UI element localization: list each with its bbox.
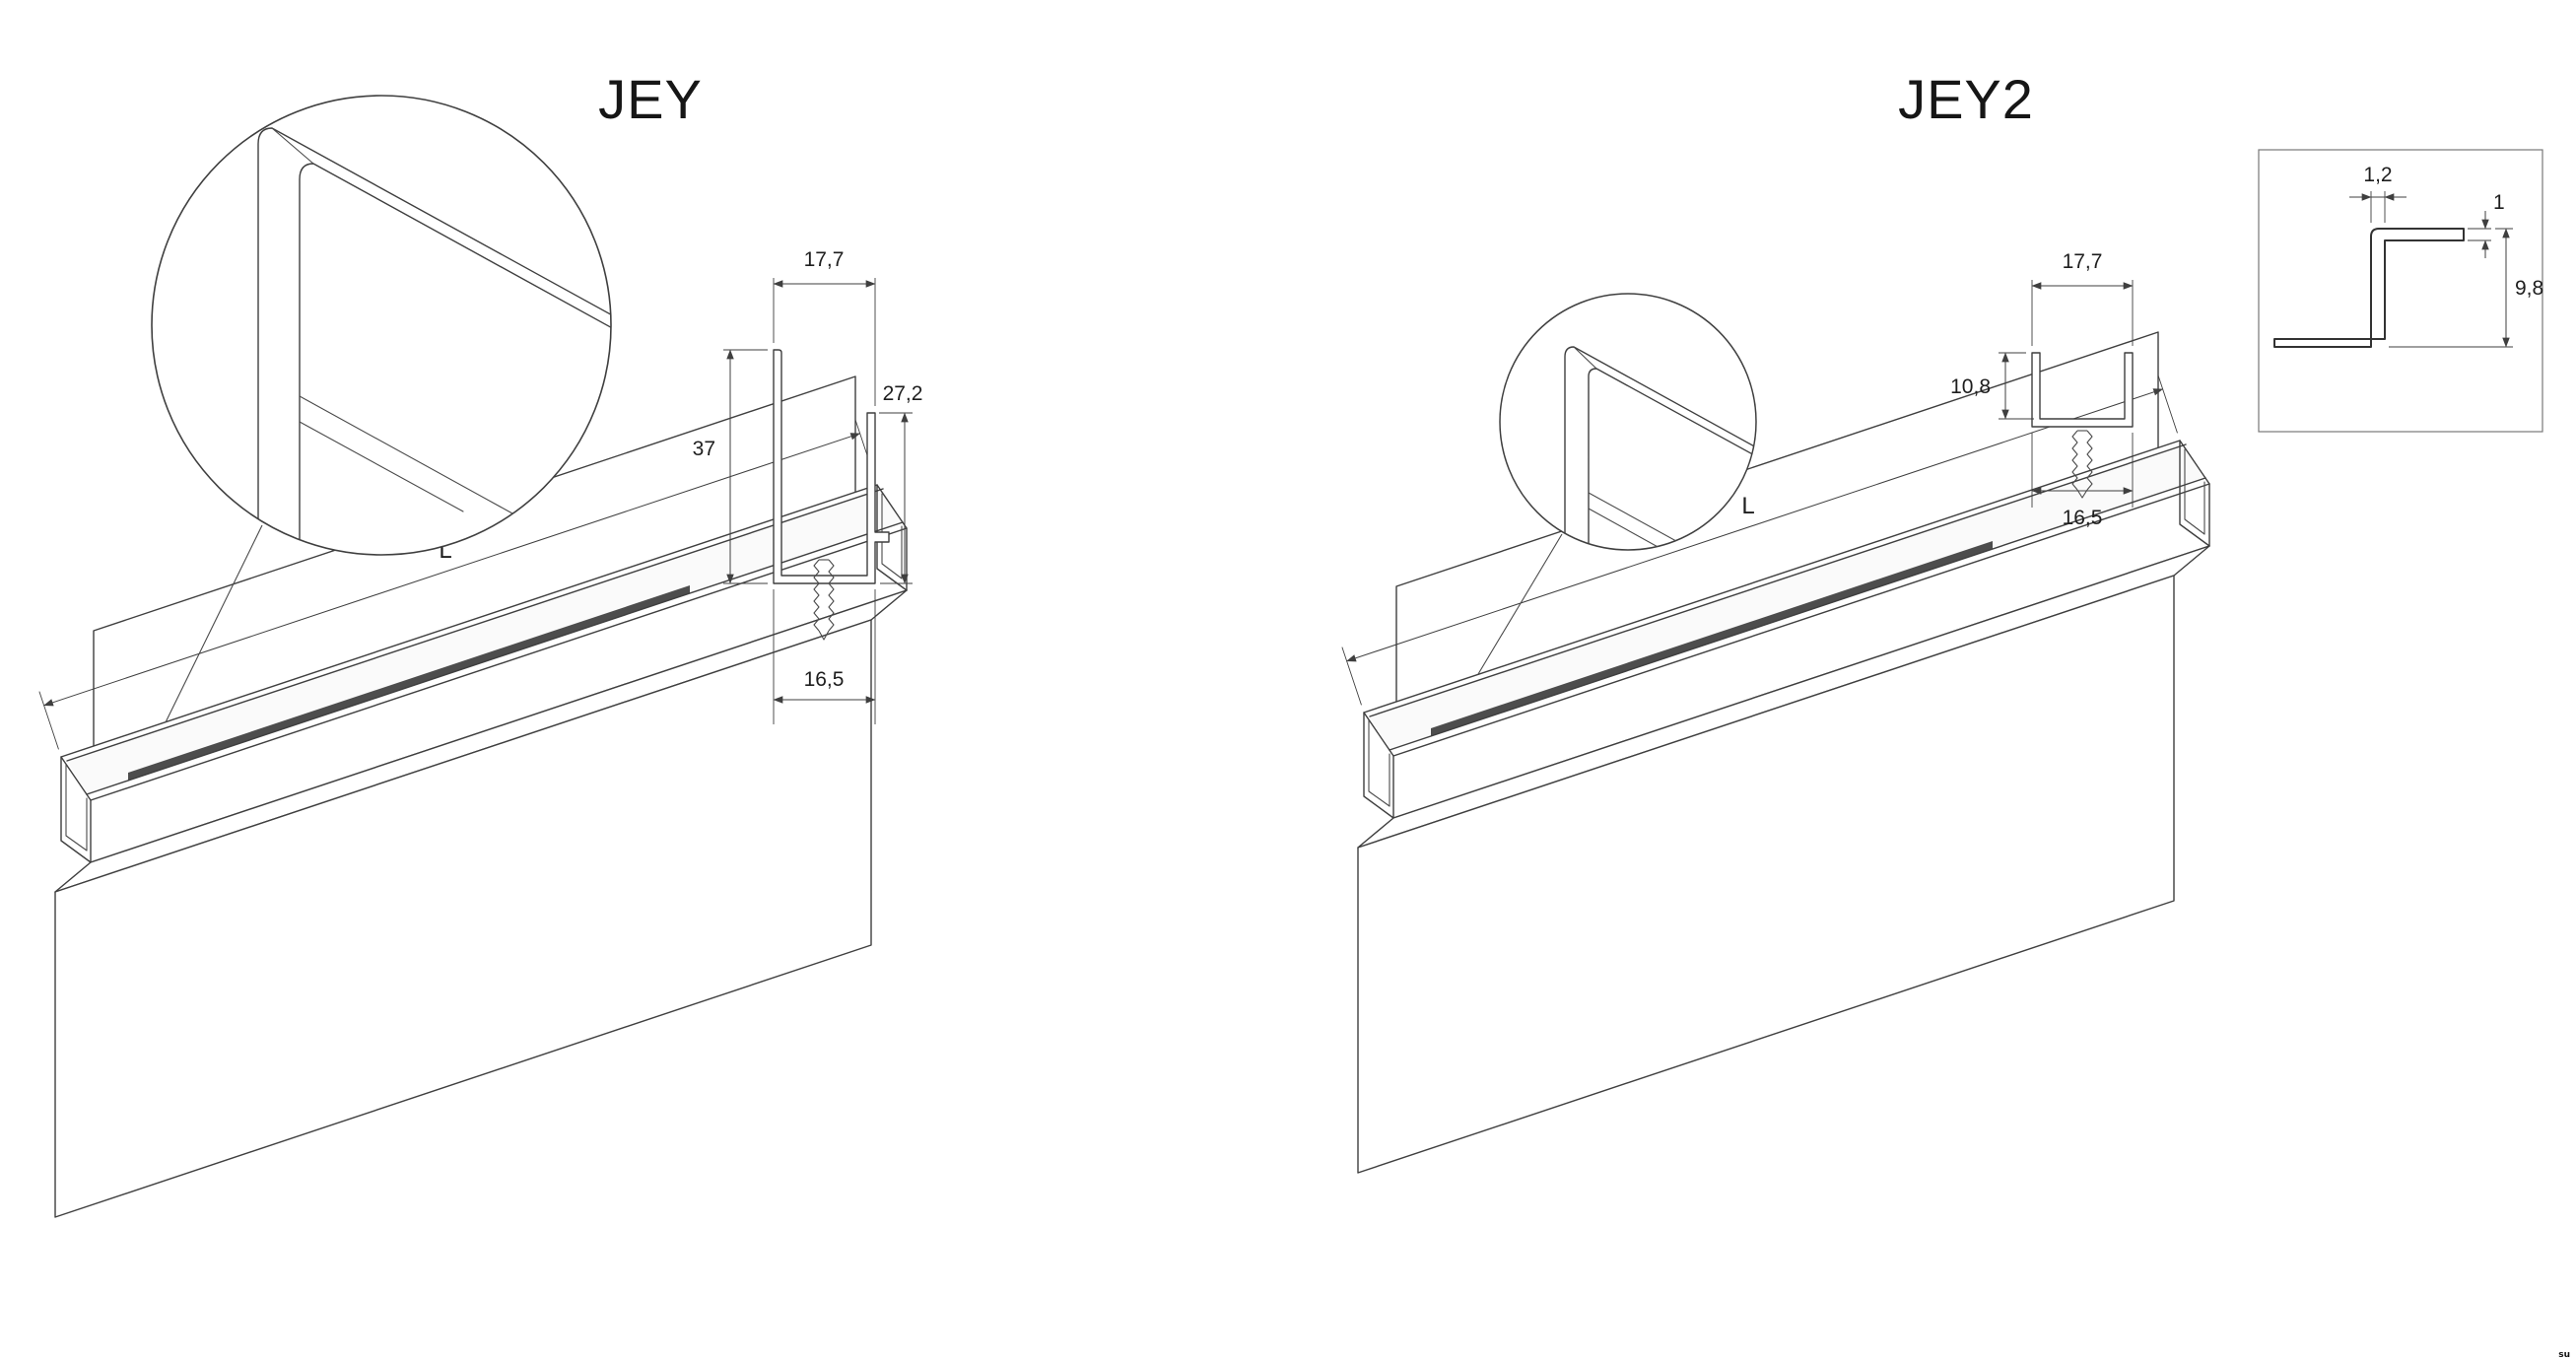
- svg-text:1: 1: [2493, 191, 2505, 214]
- jey2-lip-profile: [2273, 228, 2465, 348]
- jey-title: JEY: [598, 68, 703, 130]
- jey2-detail-circle: [1499, 293, 1757, 551]
- watermark-text: su: [2558, 1350, 2570, 1360]
- figure-jey2: JEY2: [1342, 68, 2543, 1173]
- jey2-cross-section: 17,7 10,8 16,5: [1950, 250, 2134, 529]
- jey-dim-height: 37: [693, 349, 768, 584]
- jey2-dim-top-width: 17,7: [2031, 250, 2134, 346]
- svg-text:37: 37: [693, 438, 715, 460]
- jey2-profile-section: [2031, 352, 2134, 428]
- jey-detail-circle: [151, 95, 612, 556]
- jey2-title: JEY2: [1898, 68, 2034, 130]
- jey-dim-bottom-width: 16,5: [773, 589, 876, 724]
- jey2-lip-detail-box: 1,2 1 9,8: [2258, 149, 2543, 433]
- jey2-iso-view: [1342, 332, 2209, 1173]
- svg-text:16,5: 16,5: [804, 668, 845, 691]
- svg-text:16,5: 16,5: [2063, 507, 2103, 529]
- jey-dim-top-width: 17,7: [773, 248, 876, 406]
- svg-text:17,7: 17,7: [2063, 250, 2103, 273]
- svg-text:9,8: 9,8: [2515, 277, 2543, 300]
- jey2-detail-leader-line: [1477, 533, 1563, 675]
- figure-jey: JEY: [39, 68, 923, 1217]
- jey2-dim-lip-height: 9,8: [2389, 228, 2543, 348]
- jey-profile-section: [773, 349, 890, 584]
- jey2-dim-channel-depth: 10,8: [1950, 352, 2034, 420]
- jey-detail-leader-line: [165, 524, 263, 723]
- svg-text:27,2: 27,2: [883, 382, 923, 405]
- svg-text:17,7: 17,7: [804, 248, 845, 271]
- svg-text:1,2: 1,2: [2363, 164, 2392, 186]
- jey2-dim-lip-thickness: 1: [2468, 191, 2505, 258]
- jey-cross-section: 17,7 37 27,2 16,5: [693, 248, 923, 724]
- jey-dim-front-height: 27,2: [879, 382, 923, 584]
- jey2-dim-bottom-width: 16,5: [2031, 433, 2134, 529]
- jey2-dim-wall-thickness: 1,2: [2349, 164, 2407, 223]
- jey-screw: [813, 559, 835, 641]
- svg-text:10,8: 10,8: [1950, 375, 1991, 398]
